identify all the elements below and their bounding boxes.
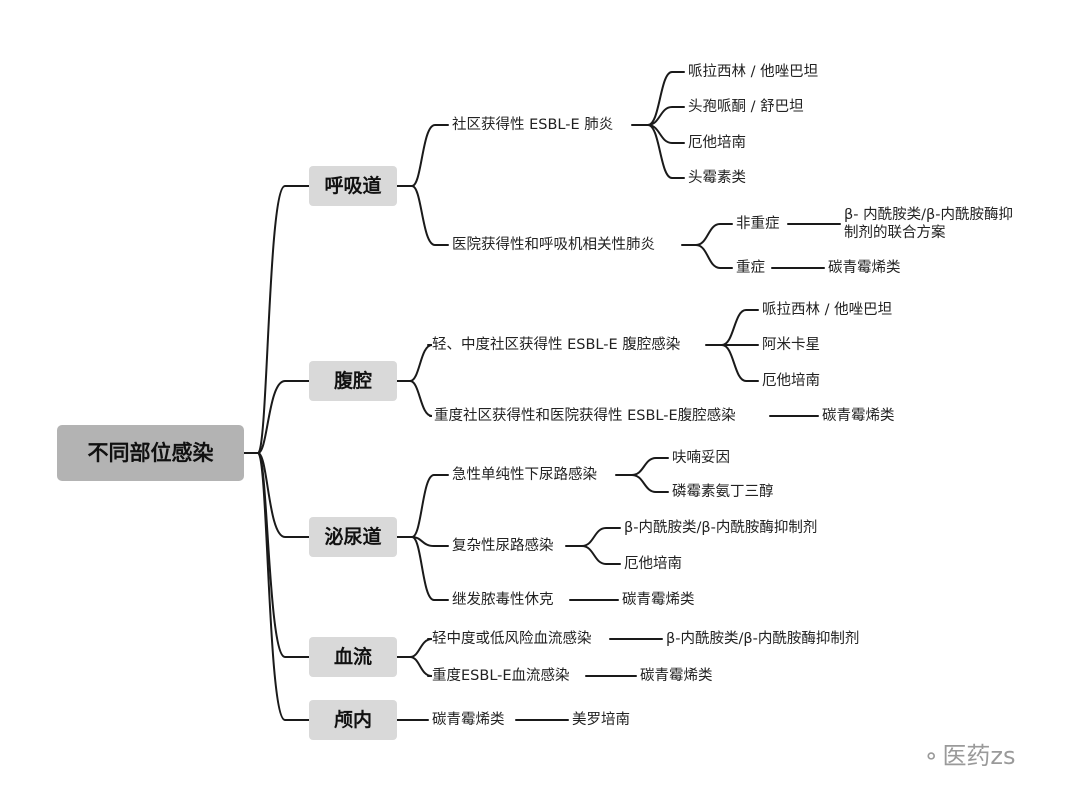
intracranial-drug: 美罗培南 xyxy=(572,712,630,728)
blood-severe-drug: 碳青霉烯类 xyxy=(640,668,713,684)
resp-community-drug: 厄他培南 xyxy=(688,135,746,151)
resp-severe: 重症 xyxy=(736,260,765,276)
resp-community-drug: 头孢哌酮 / 舒巴坦 xyxy=(688,99,804,115)
abd-mild-drug: 哌拉西林 / 他唑巴坦 xyxy=(762,302,893,318)
resp-severe-drug: 碳青霉烯类 xyxy=(828,260,901,276)
category-respiratory: 呼吸道 xyxy=(309,166,397,206)
category-intracranial: 颅内 xyxy=(309,700,397,740)
uri-acute-drug: 磷霉素氨丁三醇 xyxy=(672,484,774,500)
uri-acute-label: 急性单纯性下尿路感染 xyxy=(452,467,597,483)
resp-non-severe-drug: β- 内酰胺类/β-内酰胺酶抑制剂的联合方案 xyxy=(844,207,1013,241)
root-node: 不同部位感染 xyxy=(57,425,244,481)
resp-community-label: 社区获得性 ESBL-E 肺炎 xyxy=(452,117,614,133)
blood-low-drug: β-内酰胺类/β-内酰胺酶抑制剂 xyxy=(666,631,860,647)
uri-shock-drug: 碳青霉烯类 xyxy=(622,592,695,608)
resp-community-drug: 头霉素类 xyxy=(688,170,746,186)
abd-mild-drug: 厄他培南 xyxy=(762,373,820,389)
blood-low-label: 轻中度或低风险血流感染 xyxy=(432,631,592,647)
uri-shock-label: 继发脓毒性休克 xyxy=(452,592,554,608)
uri-acute-drug: 呋喃妥因 xyxy=(672,450,730,466)
abd-severe-drug: 碳青霉烯类 xyxy=(822,408,895,424)
watermark-text: 医药zs xyxy=(942,742,1016,770)
blood-severe-label: 重度ESBL-E血流感染 xyxy=(432,668,570,684)
uri-complex-label: 复杂性尿路感染 xyxy=(452,538,554,554)
abd-mild-label: 轻、中度社区获得性 ESBL-E 腹腔感染 xyxy=(432,337,681,353)
abd-severe-label: 重度社区获得性和医院获得性 ESBL-E腹腔感染 xyxy=(434,408,736,424)
category-abdominal: 腹腔 xyxy=(309,361,397,401)
watermark: ⚬医药zs xyxy=(922,736,1016,771)
resp-hospital-label: 医院获得性和呼吸机相关性肺炎 xyxy=(452,237,655,253)
category-blood: 血流 xyxy=(309,637,397,677)
resp-community-drug: 哌拉西林 / 他唑巴坦 xyxy=(688,64,819,80)
uri-complex-drug: 厄他培南 xyxy=(624,556,682,572)
intracranial-label: 碳青霉烯类 xyxy=(432,712,505,728)
uri-complex-drug: β-内酰胺类/β-内酰胺酶抑制剂 xyxy=(624,520,818,536)
wechat-icon: ⚬ xyxy=(922,745,941,770)
resp-non-severe: 非重症 xyxy=(736,216,780,232)
category-urinary: 泌尿道 xyxy=(309,517,397,557)
abd-mild-drug: 阿米卡星 xyxy=(762,337,820,353)
